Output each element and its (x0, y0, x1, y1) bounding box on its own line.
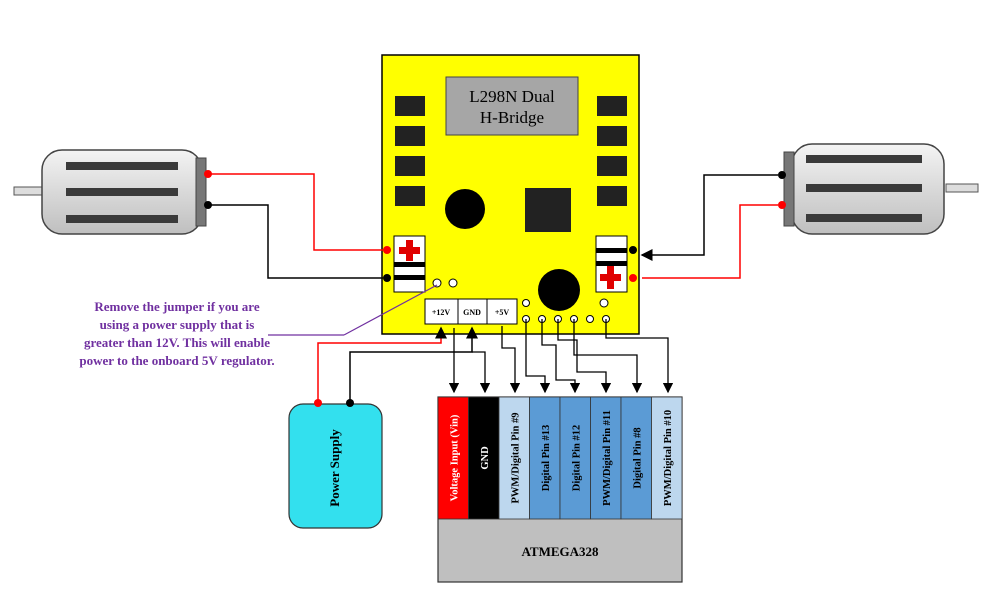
motor-b-terminal-block (595, 235, 637, 293)
mcu-pin-label: GND (480, 446, 491, 470)
mcu-pin-column (651, 396, 683, 520)
jumper-note: Remove the jumper if you are using a pow… (79, 299, 275, 368)
right-motor (778, 143, 979, 235)
regulator-chip (525, 188, 571, 232)
motor-wires (208, 173, 778, 279)
mcu-pin-column (529, 396, 561, 520)
terminal-5v-label: +5V (495, 308, 510, 317)
mcu-pin-label: Digital Pin #13 (541, 425, 552, 492)
mcu-pin-column (498, 396, 530, 520)
power-terminal-block: +12V GND +5V (424, 298, 518, 325)
jumper-pin (448, 278, 458, 288)
mcu-pin-column (468, 396, 500, 520)
power-supply: Power Supply (288, 399, 383, 529)
driver-title-line2: H-Bridge (480, 108, 544, 127)
capacitor (445, 189, 485, 229)
mcu-pin-column (620, 396, 652, 520)
mcu-pin-columns: Voltage Input (Vin) GND PWM/Digital Pin #9… (437, 396, 683, 520)
mcu-pin-column (590, 396, 622, 520)
microcontroller: Voltage Input (Vin) GND PWM/Digital Pin #9… (437, 396, 683, 583)
enable-pin (599, 298, 609, 308)
power-supply-label: Power Supply (327, 429, 342, 507)
l298n-board: L298N Dual H-Bridge (381, 54, 640, 335)
driver-chip (445, 76, 579, 136)
motor-a-terminal-block (383, 235, 426, 293)
mcu-pin-label: PWM/Digital Pin #10 (663, 410, 674, 506)
terminal-12v-label: +12V (432, 308, 451, 317)
mcu-pin-label: PWM/Digital Pin #9 (510, 413, 521, 504)
mcu-label: ATMEGA328 (521, 544, 599, 559)
right-motor-positive-terminal (778, 201, 786, 209)
mcu-pin-label: Digital Pin #12 (571, 425, 582, 492)
terminal-gnd-label: GND (463, 308, 481, 317)
mcu-pin-column (437, 396, 469, 520)
right-motor-negative-terminal (778, 171, 786, 179)
jumper-pin (432, 278, 442, 288)
capacitor (538, 269, 580, 311)
mcu-pin-label: Voltage Input (Vin) (449, 414, 460, 501)
note-pointer (343, 284, 438, 336)
signal-wires (448, 319, 674, 394)
mcu-pin-label: Digital Pin #8 (632, 427, 643, 488)
left-motor (13, 149, 212, 235)
power-wires (317, 326, 478, 403)
mcu-pin-label: PWM/Digital Pin #11 (602, 410, 613, 506)
mcu-pin-column (559, 396, 591, 520)
driver-title-line1: L298N Dual (469, 87, 555, 106)
